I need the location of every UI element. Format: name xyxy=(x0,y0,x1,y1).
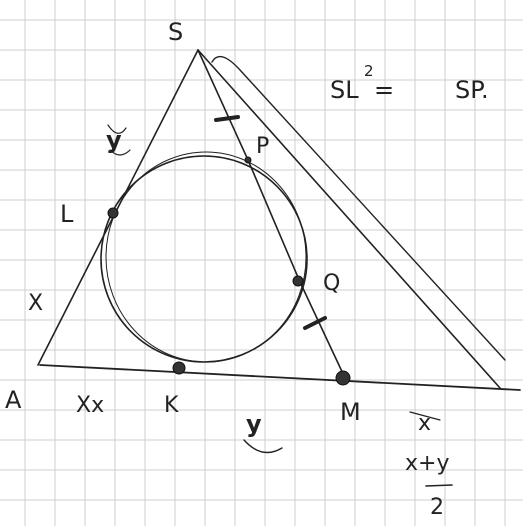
fraction-denominator: 2 xyxy=(430,495,444,520)
label-x-segment: Xx xyxy=(76,393,104,418)
side-SM-extended xyxy=(197,49,501,389)
baseline-AM xyxy=(39,364,521,391)
label-M: M xyxy=(340,398,361,426)
label-S: S xyxy=(168,18,183,46)
scribble-y-top xyxy=(107,124,131,156)
formula-equals: = xyxy=(374,76,394,104)
label-Q: Q xyxy=(323,271,340,296)
point-P xyxy=(244,156,252,164)
label-x-left: X xyxy=(28,291,43,316)
tick-mark-SP xyxy=(214,115,240,122)
strike-x-right xyxy=(409,411,441,421)
tangent-line-right xyxy=(211,55,506,361)
label-y-top: y xyxy=(106,126,122,154)
point-Q xyxy=(292,275,304,287)
secant-SPQM xyxy=(197,49,346,379)
label-A: A xyxy=(5,386,22,414)
label-P: P xyxy=(256,134,269,159)
point-L xyxy=(107,207,119,219)
point-K xyxy=(172,361,186,375)
label-y-bottom: y xyxy=(246,410,262,438)
label-L: L xyxy=(60,200,74,228)
label-K: K xyxy=(164,393,179,418)
incircle-retrace xyxy=(105,151,307,363)
formula-superscript: 2 xyxy=(364,62,374,80)
fraction-bar xyxy=(425,484,453,487)
scribble-y-bottom xyxy=(243,439,283,454)
formula-SL: SL xyxy=(330,76,359,104)
tick-mark-QM xyxy=(303,316,327,330)
point-M xyxy=(335,370,351,386)
fraction-numerator: x+y xyxy=(405,451,449,476)
formula-SP: SP. xyxy=(455,76,489,104)
